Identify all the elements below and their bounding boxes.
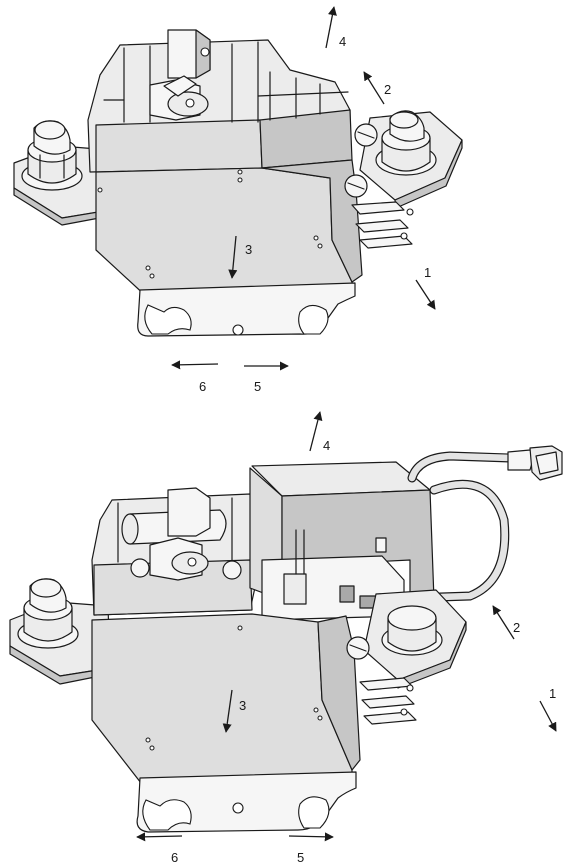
auxiliary-spade-terminals-b: [359, 677, 417, 725]
direction-arrow-5-b: [288, 832, 334, 842]
direction-arrow-3-b: [222, 689, 233, 733]
callout-3: 3: [245, 242, 252, 257]
direction-arrow-1-b: [539, 700, 557, 732]
auxiliary-module: [249, 461, 435, 621]
direction-arrow-6-b: [136, 832, 183, 842]
right-terminal-stud-b: [346, 589, 467, 689]
callout-3-b: 3: [239, 698, 246, 713]
direction-arrow-4: [325, 6, 337, 49]
bottom-view: [9, 445, 563, 833]
auxiliary-cable: [405, 445, 563, 603]
callout-5-b: 5: [297, 850, 304, 863]
mounting-plate-b: [91, 613, 361, 833]
top-view-callouts: 4 2 3 1 6 5: [171, 6, 436, 394]
right-terminal-stud: [344, 110, 463, 209]
coil-connector: [149, 29, 211, 121]
direction-arrow-2: [363, 71, 385, 105]
direction-arrow-3: [228, 235, 238, 279]
left-terminal-stud-b: [9, 578, 111, 685]
mounting-plate: [95, 159, 363, 337]
callout-4: 4: [339, 34, 346, 49]
left-terminal-stud: [13, 120, 113, 226]
callout-1-b: 1: [549, 686, 556, 701]
callout-4-b: 4: [323, 438, 330, 453]
coil-connector-b: [121, 487, 242, 581]
direction-arrow-1: [415, 279, 436, 310]
callout-6-b: 6: [171, 850, 178, 863]
callout-5: 5: [254, 379, 261, 394]
callout-6: 6: [199, 379, 206, 394]
direction-arrow-2-b: [492, 605, 515, 640]
callout-2-b: 2: [513, 620, 520, 635]
direction-arrow-6: [171, 360, 219, 370]
callout-2: 2: [384, 82, 391, 97]
direction-arrow-4-b: [309, 411, 323, 452]
bottom-view-callouts: 4 2 3 1 6 5: [136, 411, 557, 863]
contactor-body: [87, 39, 353, 173]
auxiliary-spade-terminals: [351, 201, 414, 249]
top-view: [13, 29, 463, 337]
callout-1: 1: [424, 265, 431, 280]
